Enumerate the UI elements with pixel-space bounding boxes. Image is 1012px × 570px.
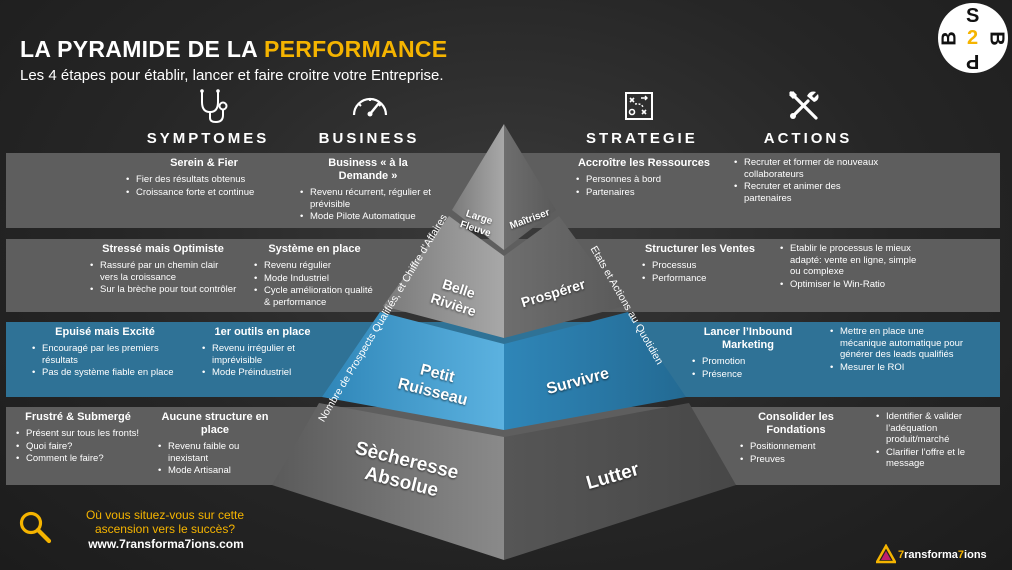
pyramid-tier-1-left-face xyxy=(452,124,504,250)
list-item: Recruter et former de nouveaux collabora… xyxy=(734,157,882,180)
pyramid-tier-4-left-face xyxy=(272,403,504,560)
logo-digit-2: 2 xyxy=(967,27,979,49)
column-header-strategie: STRATEGIE xyxy=(586,130,698,147)
level-2-business: Système en place Revenu régulier Mode In… xyxy=(252,243,377,309)
page-title: LA PYRAMIDE DE LA PERFORMANCE xyxy=(20,36,447,63)
list-item: Sur la brèche pour tout contrôler xyxy=(90,284,238,296)
level-4-business-title: Aucune structure en place xyxy=(161,411,269,436)
brand-part: ions xyxy=(964,549,987,561)
pyramid-tier-3-right-face xyxy=(504,312,686,430)
brand-triangle-icon xyxy=(876,544,896,564)
list-item: Fier des résultats obtenus xyxy=(126,174,284,186)
level-1-symptom: Serein & Fier Fier des résultats obtenus… xyxy=(124,157,284,199)
title-main: LA PYRAMIDE DE LA xyxy=(20,36,264,62)
pyramid-tier-2-right-face xyxy=(504,216,625,338)
speedometer-icon xyxy=(352,97,388,117)
footer-url[interactable]: www.7ransforma7ions.com xyxy=(88,537,244,551)
level-3-symptom: Epuisé mais Excité Encouragé par les pre… xyxy=(30,326,180,380)
list-item: Identifier & valider l’adéquation produi… xyxy=(876,411,992,446)
list-item: Etablir le processus le mieux adapté: ve… xyxy=(780,243,928,278)
pyramid-tier-3-left-face xyxy=(322,312,504,430)
title-highlight: PERFORMANCE xyxy=(263,36,448,62)
list-item: Quoi faire? xyxy=(16,441,142,453)
level-2-strategy-title: Structurer les Ventes xyxy=(644,243,756,255)
list-item: Cycle amélioration qualité & performance xyxy=(254,285,377,308)
list-item: Clarifier l’offre et le message xyxy=(876,447,992,470)
strategy-board-icon xyxy=(625,92,653,120)
footer-question: Où vous situez-vous sur cette ascension … xyxy=(85,508,245,536)
list-item: Croissance forte et continue xyxy=(126,187,284,199)
list-item: Mode Industriel xyxy=(254,273,377,285)
page-subtitle: Les 4 étapes pour établir, lancer et fai… xyxy=(20,67,444,84)
column-header-actions: ACTIONS xyxy=(763,130,853,147)
list-item: Mesurer le ROI xyxy=(830,362,964,374)
list-item: Présence xyxy=(692,369,806,381)
list-item: Personnes à bord xyxy=(576,174,714,186)
level-1-symptom-title: Serein & Fier xyxy=(170,157,238,169)
list-item: Promotion xyxy=(692,356,806,368)
pyramid-tier-2-left-face xyxy=(383,216,504,338)
brand-name: 7ransforma7ions xyxy=(898,549,987,561)
brand-part: 7 xyxy=(898,549,905,561)
brand-part: 7 xyxy=(957,549,965,561)
level-1-strategy: Accroître les Ressources Personnes à bor… xyxy=(574,157,714,199)
level-3-strategy: Lancer l’Inbound Marketing Promotion Pré… xyxy=(690,326,806,381)
list-item: Optimiser le Win-Ratio xyxy=(780,279,928,291)
level-4-symptom: Frustré & Submergé Présent sur tous les … xyxy=(14,411,142,466)
list-item: Rassuré par un chemin clair vers la croi… xyxy=(90,260,238,283)
list-item: Mettre en place une mécanique automatiqu… xyxy=(830,326,964,361)
level-3-actions: Mettre en place une mécanique automatiqu… xyxy=(828,326,964,374)
level-3-business: 1er outils en place Revenu irrégulier et… xyxy=(200,326,325,380)
level-4-actions: Identifier & valider l’adéquation produi… xyxy=(874,411,992,471)
level-2-symptom: Stressé mais Optimiste Rassuré par un ch… xyxy=(88,243,238,297)
stethoscope-icon xyxy=(200,89,228,124)
list-item: Positionnement xyxy=(740,441,854,453)
list-item: Partenaires xyxy=(576,187,714,199)
list-item: Pas de système fiable en place xyxy=(32,367,180,379)
column-header-symptomes: SYMPTOMES xyxy=(146,130,270,147)
list-item: Mode Pilote Automatique xyxy=(300,211,438,223)
brand-part: ransforma xyxy=(904,549,958,561)
list-item: Mode Artisanal xyxy=(158,465,274,477)
list-item: Revenu régulier xyxy=(254,260,377,272)
level-4-strategy-title: Consolider les Fondations xyxy=(758,411,834,436)
list-item: Mode Préindustriel xyxy=(202,367,325,379)
level-1-actions: Recruter et former de nouveaux collabora… xyxy=(732,157,882,205)
pyramid-tier-1-right-face xyxy=(504,124,556,250)
list-item: Revenu récurrent, régulier et prévisible xyxy=(300,187,438,210)
list-item: Preuves xyxy=(740,454,854,466)
list-item: Revenu faible ou inexistant xyxy=(158,441,274,464)
logo-letter-s: S xyxy=(966,5,980,27)
level-4-business: Aucune structure en place Revenu faible … xyxy=(156,411,274,478)
level-4-strategy: Consolider les Fondations Positionnement… xyxy=(738,411,854,466)
list-item: Encouragé par les premiers résultats xyxy=(32,343,180,366)
level-2-actions: Etablir le processus le mieux adapté: ve… xyxy=(778,243,928,291)
level-3-business-title: 1er outils en place xyxy=(214,326,311,338)
level-1-business: Business « à la Demande » Revenu récurre… xyxy=(298,157,438,224)
tools-icon xyxy=(789,91,819,120)
level-4-symptom-title: Frustré & Submergé xyxy=(25,411,131,423)
list-item: Présent sur tous les fronts! xyxy=(16,428,142,440)
s2bp-logo: S B 2 B P xyxy=(938,3,1008,73)
list-item: Comment le faire? xyxy=(16,453,142,465)
column-header-business: BUSINESS xyxy=(318,130,420,147)
pyramid-tier-4-right-face xyxy=(504,403,736,560)
list-item: Performance xyxy=(642,273,760,285)
search-icon xyxy=(19,511,52,544)
level-1-strategy-title: Accroître les Ressources xyxy=(577,157,711,169)
level-2-strategy: Structurer les Ventes Processus Performa… xyxy=(640,243,760,285)
list-item: Recruter et animer des partenaires xyxy=(734,181,882,204)
level-2-symptom-title: Stressé mais Optimiste xyxy=(102,243,224,255)
list-item: Processus xyxy=(642,260,760,272)
level-1-business-title: Business « à la Demande » xyxy=(328,157,408,182)
level-3-symptom-title: Epuisé mais Excité xyxy=(55,326,155,338)
level-3-strategy-title: Lancer l’Inbound Marketing xyxy=(703,326,793,351)
level-2-business-title: Système en place xyxy=(268,243,361,255)
list-item: Revenu irrégulier et imprévisible xyxy=(202,343,325,366)
